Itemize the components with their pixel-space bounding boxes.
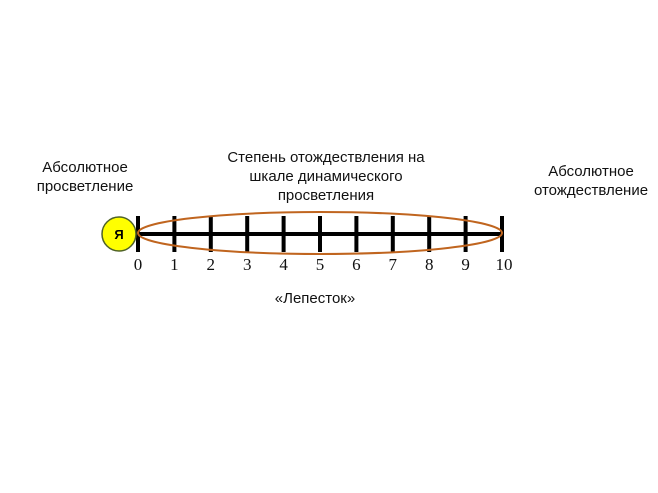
tick-label: 5 — [316, 255, 325, 274]
absolute-enlightenment-label: Абсолютное просветление — [36, 159, 134, 195]
tick-label: 6 — [352, 255, 361, 274]
tick-label: 9 — [461, 255, 470, 274]
scale-ticks: 0 1 2 3 4 5 6 7 8 9 10 — [134, 216, 513, 274]
tick-label: 7 — [389, 255, 398, 274]
absolute-identification-label: Абсолютное отождествление — [533, 163, 649, 199]
petal-label: «Лепесток» — [274, 290, 356, 307]
tick-label: 0 — [134, 255, 143, 274]
tick-label: 8 — [425, 255, 434, 274]
self-marker: Я — [101, 216, 137, 252]
tick-label: 1 — [170, 255, 179, 274]
tick-label: 10 — [496, 255, 513, 274]
self-circle — [101, 216, 137, 252]
tick-label: 4 — [279, 255, 288, 274]
tick-label: 2 — [207, 255, 216, 274]
self-marker-text: Я — [114, 227, 123, 242]
tick-label: 3 — [243, 255, 252, 274]
petal-ellipse — [137, 211, 503, 255]
scale-title-label: Степень отождествления на шкале динамиче… — [227, 149, 425, 204]
